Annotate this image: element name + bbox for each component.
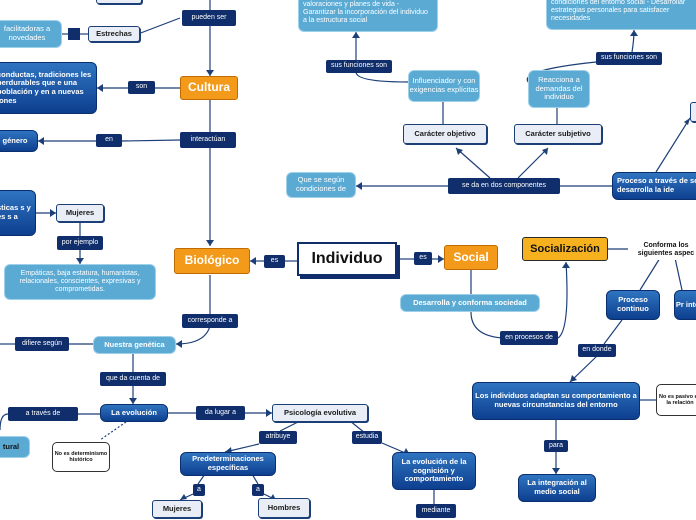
- node-predeterminaciones[interactable]: Predeterminaciones específicas: [180, 452, 276, 476]
- label-para: para: [544, 440, 568, 452]
- node-facilitadoras[interactable]: facilitadoras a novedades: [0, 20, 62, 48]
- node-desarrolla-sociedad[interactable]: Desarrolla y conforma sociedad: [400, 294, 540, 312]
- label-difiere-segun: difiere según: [15, 337, 69, 351]
- label-es-left: es: [264, 255, 285, 268]
- cut-node-right[interactable]: [690, 102, 696, 122]
- node-estrechas[interactable]: Estrechas: [88, 26, 140, 42]
- node-evolucion-cognicion[interactable]: La evolución de la cognición y comportam…: [392, 452, 476, 490]
- node-integracion[interactable]: La integración al medio social: [518, 474, 596, 502]
- link-marker: [68, 28, 80, 40]
- node-socializacion[interactable]: Socialización: [522, 237, 608, 261]
- node-caracter-subjetivo[interactable]: Carácter subjetivo: [514, 124, 602, 144]
- node-proceso-traves[interactable]: Proceso a través de se desarrolla la ide: [612, 172, 696, 200]
- label-da-lugar-a: da lugar a: [196, 406, 245, 420]
- node-nuestra-genetica[interactable]: Nuestra genética: [93, 336, 176, 354]
- node-mujeres-top[interactable]: Mujeres: [56, 204, 104, 222]
- node-tural[interactable]: tural: [0, 436, 30, 458]
- node-cultura[interactable]: Cultura: [180, 76, 238, 100]
- note-no-pasivo: No es pasivo en la relación: [656, 384, 696, 416]
- label-pueden-ser: pueden ser: [182, 10, 236, 26]
- node-biologico[interactable]: Biológico: [174, 248, 250, 274]
- node-caracter-objetivo[interactable]: Carácter objetivo: [403, 124, 487, 144]
- node-valoraciones[interactable]: valoraciones y planes de vida - Garantiz…: [298, 0, 438, 32]
- node-genero[interactable]: género: [0, 130, 38, 152]
- node-caracteristicas[interactable]: sticas s y es s a: [0, 190, 36, 236]
- label-corresponde-a: corresponde a: [182, 314, 238, 328]
- node-influenciador[interactable]: Influenciador y con exigencias explícita…: [408, 70, 480, 102]
- node-conductas[interactable]: conductas, tradiciones les perdurables q…: [0, 62, 97, 114]
- label-a-right: a: [252, 484, 264, 496]
- node-que-se-segun[interactable]: Que se según condiciones de: [286, 172, 356, 198]
- node-mujeres-bottom[interactable]: Mujeres: [152, 500, 202, 518]
- label-sus-funciones-son-right: sus funciones son: [596, 52, 662, 65]
- node-proceso-continuo[interactable]: Proceso continuo: [606, 290, 660, 320]
- label-que-da-cuenta-de: que da cuenta de: [100, 372, 166, 386]
- node-psicologia-evolutiva[interactable]: Psicología evolutiva: [272, 404, 368, 422]
- node-condiciones[interactable]: condiciones del entorno social - Desarro…: [546, 0, 696, 30]
- node-empatias[interactable]: Empáticas, baja estatura, humanistas, re…: [4, 264, 156, 300]
- label-son: son: [128, 81, 155, 94]
- label-interactuan: interactúan: [180, 132, 236, 148]
- label-a-traves-de: a través de: [8, 407, 78, 421]
- node-conforma-aspectos: Conforma los siguientes aspec: [628, 240, 696, 260]
- label-en-procesos-de: en procesos de: [500, 331, 558, 345]
- label-por-ejemplo: por ejemplo: [57, 236, 103, 250]
- label-en-donde: en donde: [578, 344, 616, 357]
- label-en: en: [96, 134, 122, 147]
- node-la-evolucion[interactable]: La evolución: [100, 404, 168, 422]
- label-a-left: a: [193, 484, 205, 496]
- label-mediante: mediante: [416, 504, 456, 518]
- label-se-da-en-dos: se da en dos componentes: [448, 178, 560, 194]
- node-social[interactable]: Social: [444, 245, 498, 270]
- node-individuo[interactable]: Individuo: [297, 242, 397, 276]
- label-atribuye: atribuye: [259, 431, 297, 444]
- node-hombres[interactable]: Hombres: [258, 498, 310, 518]
- node-pr-inter[interactable]: Pr inter: [674, 290, 696, 320]
- node-individuos-adaptan[interactable]: Los individuos adaptan su comportamiento…: [472, 382, 640, 420]
- cut-node-top[interactable]: [96, 0, 142, 4]
- label-estudia: estudia: [352, 431, 382, 444]
- note-no-determinismo: No es determinismo histórico: [52, 442, 110, 472]
- node-reacciona[interactable]: Reacciona a demandas del individuo: [528, 70, 590, 108]
- label-es-right: es: [414, 252, 432, 265]
- label-sus-funciones-son-left: sus funciones son: [326, 60, 392, 73]
